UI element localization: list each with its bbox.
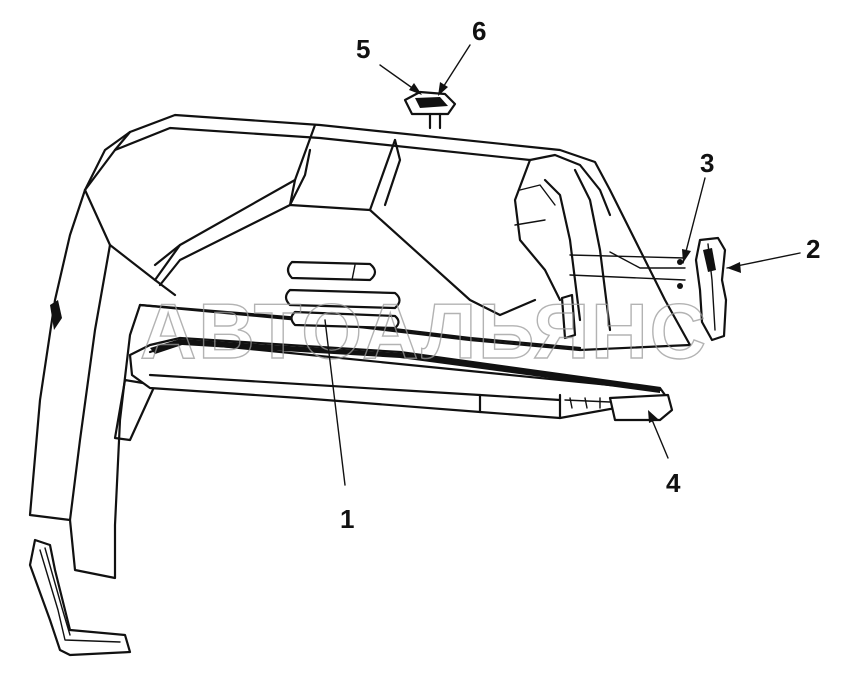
callout-3: 3 (700, 148, 714, 178)
mudflap-arm (28, 538, 132, 657)
callout-4: 4 (666, 468, 681, 498)
leader-lines (324, 44, 801, 486)
step-board (128, 336, 674, 422)
top-cap (403, 90, 457, 130)
callout-2: 2 (806, 234, 820, 264)
watermark-text: АВТОАЛЬЯНС (140, 287, 708, 375)
fender-body (28, 113, 692, 580)
clip-and-bracket (560, 236, 728, 342)
callout-1: 1 (340, 504, 354, 534)
callout-labels: 1 2 3 4 5 6 (340, 16, 820, 534)
callout-5: 5 (356, 34, 370, 64)
callout-6: 6 (472, 16, 486, 46)
